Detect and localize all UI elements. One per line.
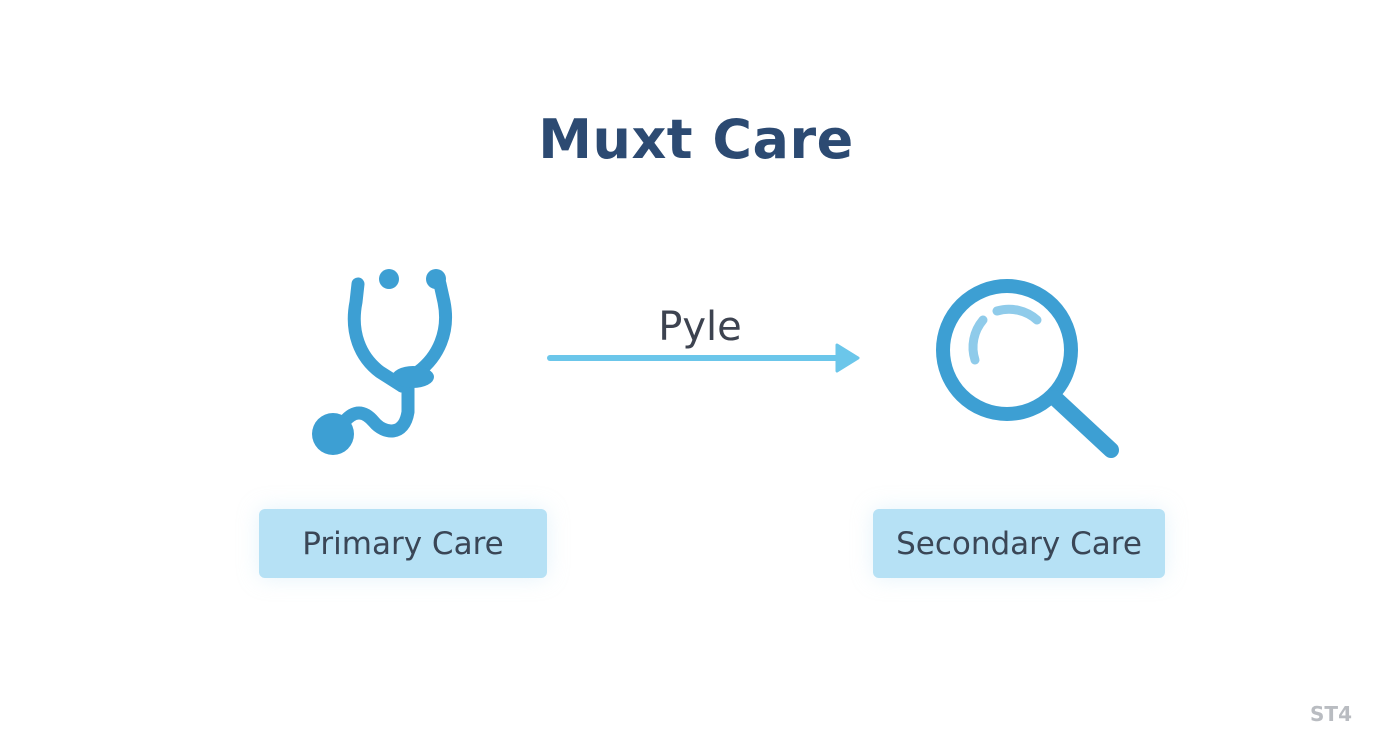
arrow-label: Pyle [658,304,742,350]
diagram-title: Muxt Care [538,108,854,171]
secondary-care-box: Secondary Care [873,509,1165,578]
magnifier-icon [936,279,1119,458]
primary-care-box: Primary Care [259,509,547,578]
stethoscope-icon [312,269,453,455]
flow-arrow [547,343,860,373]
corner-watermark: ST4 [1310,702,1352,726]
